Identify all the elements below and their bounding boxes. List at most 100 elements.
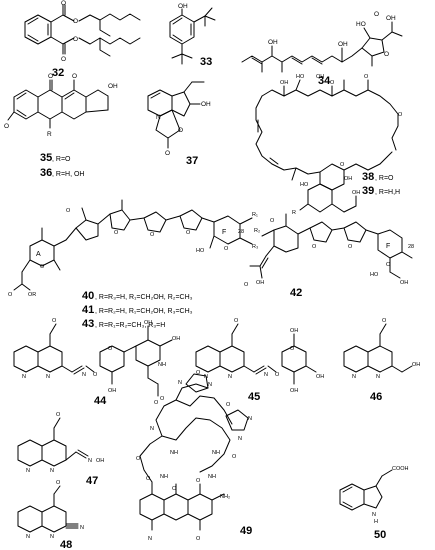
label-49: 49 xyxy=(240,525,252,537)
atom-oh: OH xyxy=(108,83,118,90)
atom-n: N xyxy=(148,536,152,542)
atom-o: O xyxy=(4,123,9,130)
atom-ho: HO xyxy=(356,21,366,28)
compound-35-36: O O OH O R 35 , R=O 36 , R=H, OH xyxy=(4,73,118,179)
compound-33: OH 33 xyxy=(169,3,216,68)
atom-nh: NH xyxy=(212,450,220,456)
label-47: 47 xyxy=(86,475,98,487)
atom-o: O xyxy=(8,292,13,298)
substituent-r3: R₃ xyxy=(252,244,258,250)
atom-ho: HO xyxy=(196,248,205,254)
atom-o: O xyxy=(146,476,151,482)
label-46: 46 xyxy=(370,391,382,403)
carboxyl-group: COOH xyxy=(392,466,409,472)
atom-oh: OH xyxy=(178,3,188,10)
atom-o: O xyxy=(364,74,369,80)
atom-o: O xyxy=(114,230,119,236)
atom-o: O xyxy=(384,51,389,58)
atom-o: O xyxy=(374,11,379,18)
caption-38: , R=O xyxy=(375,175,394,182)
atom-n: N xyxy=(352,374,356,380)
atom-o: O xyxy=(66,208,71,214)
label-43: 43 xyxy=(82,318,94,330)
caption-41: , R=R₂=H, R₁=CH₂OH, R₃=CH₃ xyxy=(95,308,193,315)
label-36: 36 xyxy=(40,167,52,179)
atom-n: N xyxy=(228,374,232,380)
label-38: 38 xyxy=(362,171,374,183)
caption-39: , R=H,H xyxy=(375,189,400,196)
atom-n: N xyxy=(208,382,212,388)
compound-46: O N N OH 46 xyxy=(343,318,420,403)
atom-o: O xyxy=(165,150,170,157)
atom-o: O xyxy=(73,18,78,25)
ring-f: F xyxy=(222,229,226,236)
atom-o: O xyxy=(275,372,280,378)
atom-r: R xyxy=(292,210,296,216)
atom-nh: NH xyxy=(158,362,166,368)
atom-h: H xyxy=(374,519,378,525)
atom-oh: OH xyxy=(268,39,278,46)
compound-45: O N N N O O OH OH OH 45 xyxy=(195,318,324,403)
label-41: 41 xyxy=(82,304,94,316)
atom-oh: OH xyxy=(96,458,104,464)
atom-o: O xyxy=(186,230,191,236)
compound-44: O N N N O O OH OH OH NH O 44 xyxy=(13,318,180,407)
atom-oh: OH xyxy=(290,388,298,394)
atom-n: N xyxy=(80,525,84,531)
label-45: 45 xyxy=(248,391,260,403)
atom-oh: OH xyxy=(172,336,180,342)
label-42: 42 xyxy=(290,287,302,299)
atom-oh: OH xyxy=(344,176,352,182)
atom-o: O xyxy=(61,0,66,7)
atom-n: N xyxy=(50,468,54,474)
atom-r: R xyxy=(47,131,52,138)
carbon-28: 28 xyxy=(238,229,244,235)
atom-o: O xyxy=(340,162,345,168)
atom-ho: HO xyxy=(370,272,379,278)
label-48: 48 xyxy=(60,539,72,550)
compound-48: O N N N 48 xyxy=(17,480,84,550)
atom-o: O xyxy=(234,318,239,324)
atom-o: O xyxy=(73,36,78,43)
atom-o: O xyxy=(382,318,387,324)
atom-o: O xyxy=(348,244,353,250)
atom-oh: OH xyxy=(400,280,408,286)
atom-n: N xyxy=(82,372,86,378)
atom-nh: NH xyxy=(208,474,216,480)
atom-o: O xyxy=(398,112,403,118)
atom-oh: OH xyxy=(108,388,116,394)
atom-n: N xyxy=(26,534,30,540)
atom-o: O xyxy=(136,456,141,462)
atom-o: O xyxy=(232,454,237,460)
atom-o: O xyxy=(160,396,165,402)
atom-n: N xyxy=(156,114,161,121)
atom-oh: OH xyxy=(290,328,298,334)
atom-n: N xyxy=(372,512,376,518)
atom-n: N xyxy=(264,372,268,378)
atom-oh: OH xyxy=(386,15,396,22)
atom-oh: OH xyxy=(256,280,264,286)
atom-oh: OH xyxy=(280,80,288,86)
compound-32: O O O O 32 xyxy=(24,0,141,79)
label-33: 33 xyxy=(200,56,212,68)
atom-n: N xyxy=(248,416,252,422)
compound-38-39: HO OH O OH O O O OH HO R OH 38 , R=O 39 … xyxy=(255,74,403,216)
carbon-28: 28 xyxy=(408,244,414,250)
atom-n: N xyxy=(88,458,92,464)
caption-36: , R=H, OH xyxy=(52,171,84,178)
atom-o: O xyxy=(290,346,295,352)
atom-o: O xyxy=(224,246,229,252)
ring-a: A xyxy=(36,251,41,258)
atom-o: O xyxy=(196,478,201,484)
compound-47: O N N N OH 47 xyxy=(17,412,104,487)
compound-42: O O O O F 28 HO OH O OH 42 xyxy=(244,213,414,299)
atom-n: N xyxy=(46,374,50,380)
label-35: 35 xyxy=(40,152,52,164)
atom-nh: NH xyxy=(170,450,178,456)
atom-oh: OH xyxy=(338,41,348,48)
compound-50: N H COOH 50 xyxy=(339,466,409,541)
ester-or: OR xyxy=(28,292,36,298)
atom-o: O xyxy=(330,80,335,86)
atom-o: O xyxy=(40,264,45,270)
